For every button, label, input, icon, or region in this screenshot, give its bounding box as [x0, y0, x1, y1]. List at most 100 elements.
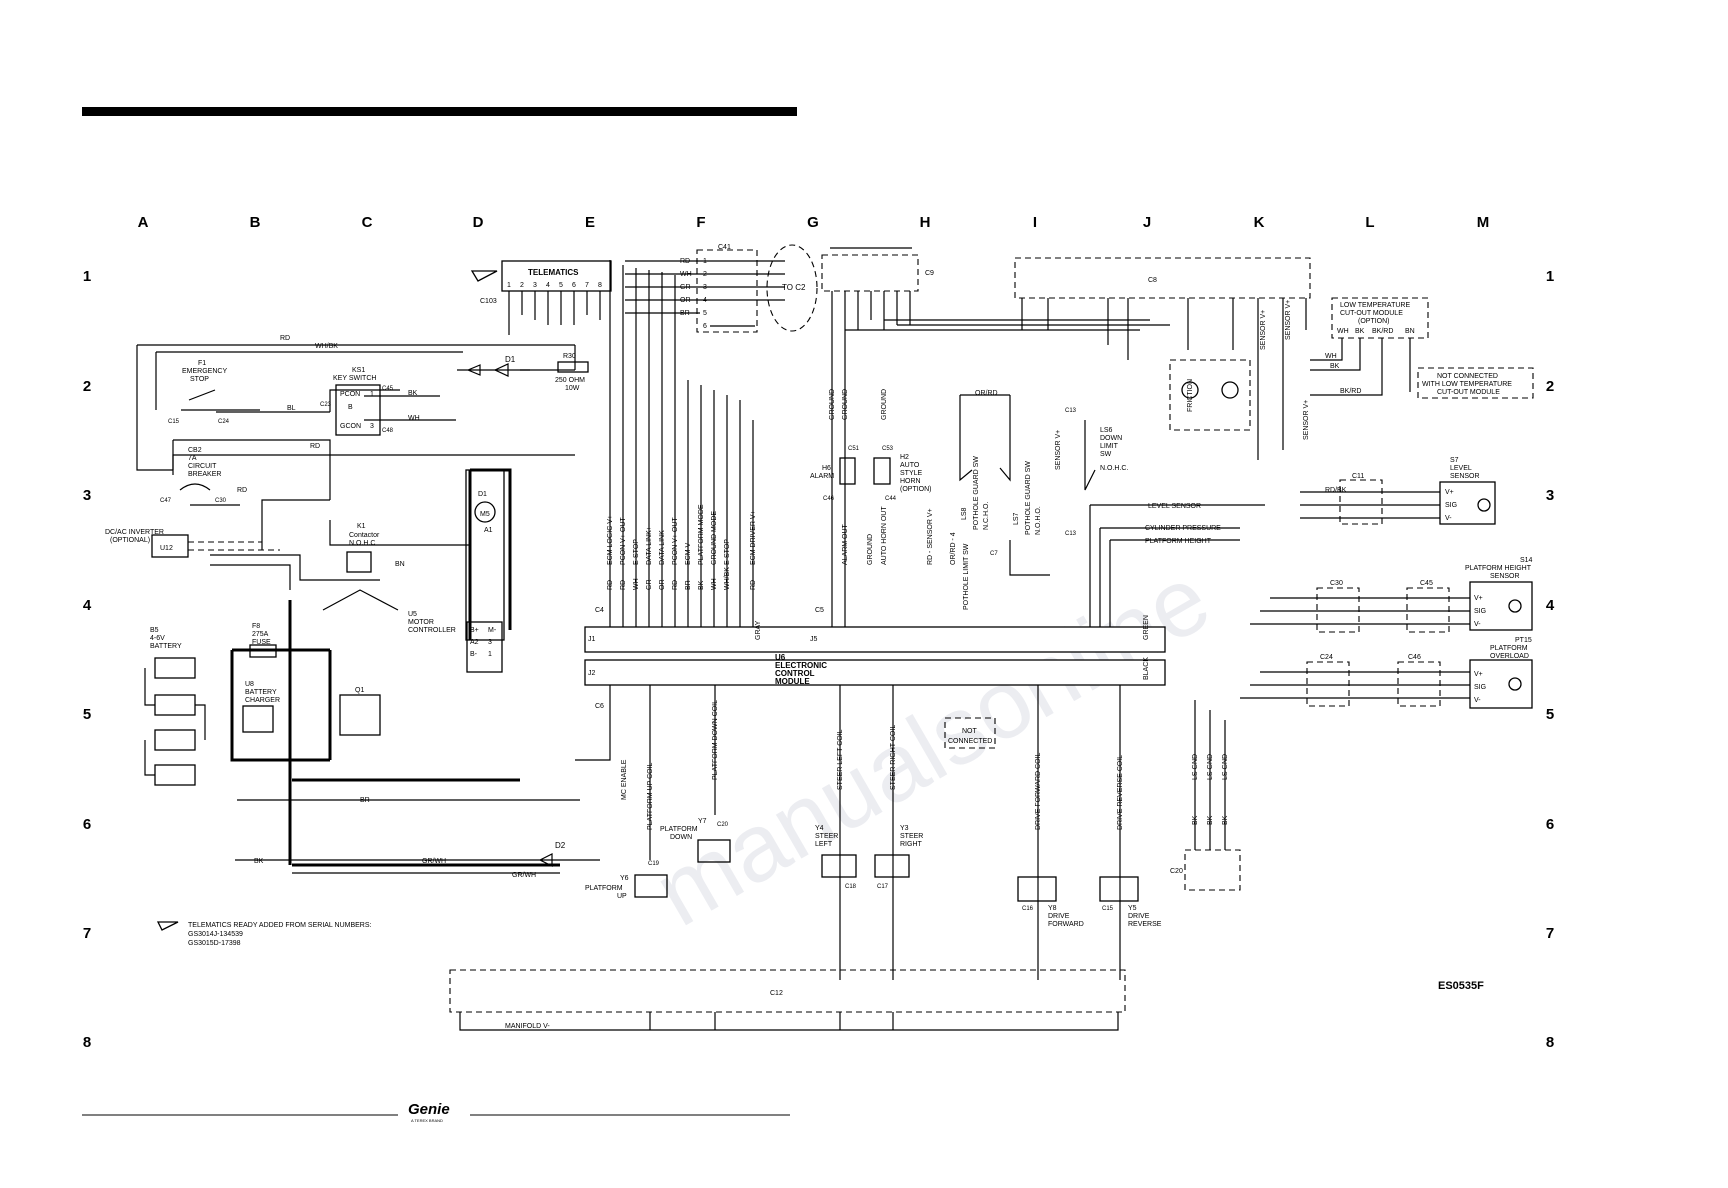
svg-text:M-: M-	[488, 627, 497, 634]
svg-text:GROUND: GROUND	[829, 389, 836, 420]
svg-text:A2: A2	[470, 639, 479, 646]
row-label: 5	[1546, 706, 1554, 723]
svg-text:BK: BK	[1330, 363, 1340, 370]
sensor-wire-labels: RD/BK SENSOR V+ SENSOR V+ SENSOR V+ LEVE…	[1145, 300, 1347, 545]
svg-text:Y4: Y4	[815, 825, 824, 832]
wire-label: BK	[408, 390, 418, 397]
h2-horn: H2 AUTO STYLE HORN (OPTION) C53 C44	[873, 446, 932, 502]
pt15-platform-overload: PT15 PLATFORM OVERLOAD V+ SIG V-	[1469, 637, 1533, 709]
c41-connector: C41 RD WH GR OR BR 1 2 3 4 5 6 TO C2	[625, 244, 818, 333]
svg-text:CUT-OUT MODULE: CUT-OUT MODULE	[1340, 310, 1403, 317]
svg-text:SENSOR V+: SENSOR V+	[1303, 400, 1310, 440]
telematics-flag-icon	[156, 921, 179, 931]
telematics-module: TELEMATICS 1 2 3 4 5 6 7 8 C103	[470, 260, 612, 335]
svg-text:C17: C17	[877, 884, 889, 890]
y8-drive-forward: Y8 DRIVE FORWARD C16	[1017, 876, 1084, 928]
svg-text:C46: C46	[1408, 654, 1421, 661]
friction-module: FRICTION	[1169, 359, 1251, 431]
row-label: 5	[83, 706, 91, 723]
svg-text:LIMIT: LIMIT	[1100, 443, 1119, 450]
svg-text:275A: 275A	[252, 631, 269, 638]
svg-text:C11: C11	[1352, 473, 1364, 480]
svg-text:RD: RD	[280, 335, 290, 342]
s14-platform-height-sensor: S14 PLATFORM HEIGHT SENSOR V+ SIG V-	[1465, 557, 1533, 631]
svg-text:V-: V-	[1445, 515, 1452, 522]
q1-transistor: Q1	[339, 687, 381, 736]
svg-text:REVERSE: REVERSE	[1128, 921, 1162, 928]
y6-platform-up: Y6 PLATFORM UP C19	[585, 861, 668, 900]
svg-text:V+: V+	[1474, 671, 1483, 678]
svg-text:C7: C7	[990, 551, 998, 557]
ks1-key-switch: KS1 KEY SWITCH PCON 1 B GCON 3 C23 C45 C…	[320, 367, 420, 436]
svg-text:C48: C48	[382, 428, 394, 434]
row-label: 6	[83, 816, 91, 833]
svg-text:BN: BN	[1405, 328, 1415, 335]
svg-text:ALARM: ALARM	[810, 473, 834, 480]
svg-text:C46: C46	[823, 496, 835, 502]
svg-text:ALARM OUT: ALARM OUT	[842, 523, 849, 565]
svg-text:GROUND: GROUND	[867, 534, 874, 565]
svg-text:C13: C13	[1065, 408, 1077, 414]
svg-text:C45: C45	[382, 386, 394, 392]
svg-text:J1: J1	[588, 636, 596, 643]
svg-text:7A: 7A	[188, 455, 197, 462]
genie-logo: Genie	[408, 1101, 450, 1118]
svg-text:GROUND: GROUND	[842, 389, 849, 420]
u6-electronic-control-module: J1 J5 J2 U6 ELECTRONIC CONTROL MODULE GR…	[584, 615, 1166, 686]
svg-text:N.C.H.O.: N.C.H.O.	[983, 502, 990, 530]
svg-text:MC ENABLE: MC ENABLE	[621, 759, 628, 800]
svg-text:STEER RIGHT COIL: STEER RIGHT COIL	[890, 725, 897, 790]
svg-text:DC/AC INVERTER: DC/AC INVERTER	[105, 529, 164, 536]
svg-text:DATA LINK+: DATA LINK+	[646, 526, 653, 565]
svg-text:RD: RD	[310, 443, 320, 450]
u12-inverter: DC/AC INVERTER (OPTIONAL) U12	[105, 529, 280, 558]
svg-text:GS3014J-134539: GS3014J-134539	[188, 931, 243, 938]
j1-wiring: ECM LOGIC V+ PCON V+ OUT E-STOP DATA LIN…	[595, 260, 757, 627]
ls7-pothole-switch: LS7 POTHOLE GUARD SW N.O.H.O. C7	[990, 461, 1050, 576]
col-label: I	[1033, 214, 1037, 231]
svg-text:OR: OR	[659, 580, 666, 591]
svg-text:DOWN: DOWN	[1100, 435, 1122, 442]
col-label: J	[1143, 214, 1151, 231]
svg-text:POTHOLE GUARD SW: POTHOLE GUARD SW	[973, 456, 980, 530]
telematics-pin: 6	[572, 282, 576, 289]
svg-text:DRIVE: DRIVE	[1128, 913, 1150, 920]
svg-text:PLATFORM HEIGHT: PLATFORM HEIGHT	[1465, 565, 1532, 572]
svg-text:CB2: CB2	[188, 447, 202, 454]
row-label: 7	[1546, 925, 1554, 942]
row-label: 6	[1546, 816, 1554, 833]
k1-contactor: K1 Contactor N.O.H.C BN	[322, 523, 405, 611]
svg-text:STOP: STOP	[190, 376, 209, 383]
svg-text:LS7: LS7	[1013, 512, 1020, 525]
telematics-pin: 3	[533, 282, 537, 289]
svg-text:WH: WH	[1325, 353, 1337, 360]
pin-number: 5	[703, 310, 707, 317]
svg-text:V+: V+	[1474, 595, 1483, 602]
power-wiring	[136, 344, 576, 590]
svg-text:RD/BK: RD/BK	[1325, 487, 1347, 494]
telematics-pin: 7	[585, 282, 589, 289]
u8-charger: U8 BATTERY CHARGER	[242, 681, 280, 733]
col-label: H	[920, 214, 931, 231]
ls8-pothole-switch: OR/RD LS8 POTHOLE GUARD SW N.C.H.O.	[959, 390, 1011, 530]
svg-text:BATTERY: BATTERY	[150, 643, 182, 650]
svg-text:PLATFORM DOWN COIL: PLATFORM DOWN COIL	[712, 700, 719, 780]
svg-text:D1: D1	[505, 355, 516, 364]
svg-text:GS3015D-17398: GS3015D-17398	[188, 940, 241, 947]
svg-text:10W: 10W	[565, 385, 580, 392]
svg-text:LS GND: LS GND	[1222, 754, 1229, 780]
svg-text:ECM V-: ECM V-	[685, 540, 692, 565]
svg-text:(OPTIONAL): (OPTIONAL)	[110, 537, 150, 544]
svg-text:HORN: HORN	[900, 478, 921, 485]
svg-text:CONNECTED: CONNECTED	[948, 738, 992, 745]
row-labels-left: 1 2 3 4 5 6 7 8	[83, 268, 92, 1051]
svg-text:BK/RD: BK/RD	[1372, 328, 1393, 335]
svg-text:C30: C30	[215, 498, 227, 504]
svg-text:C5: C5	[815, 607, 824, 614]
svg-text:BR: BR	[685, 580, 692, 590]
row-label: 8	[1546, 1034, 1554, 1051]
row-label: 2	[1546, 378, 1554, 395]
svg-text:LOW TEMPERATURE: LOW TEMPERATURE	[1340, 302, 1410, 309]
svg-text:C19: C19	[648, 861, 660, 867]
telematics-pin: 4	[546, 282, 550, 289]
